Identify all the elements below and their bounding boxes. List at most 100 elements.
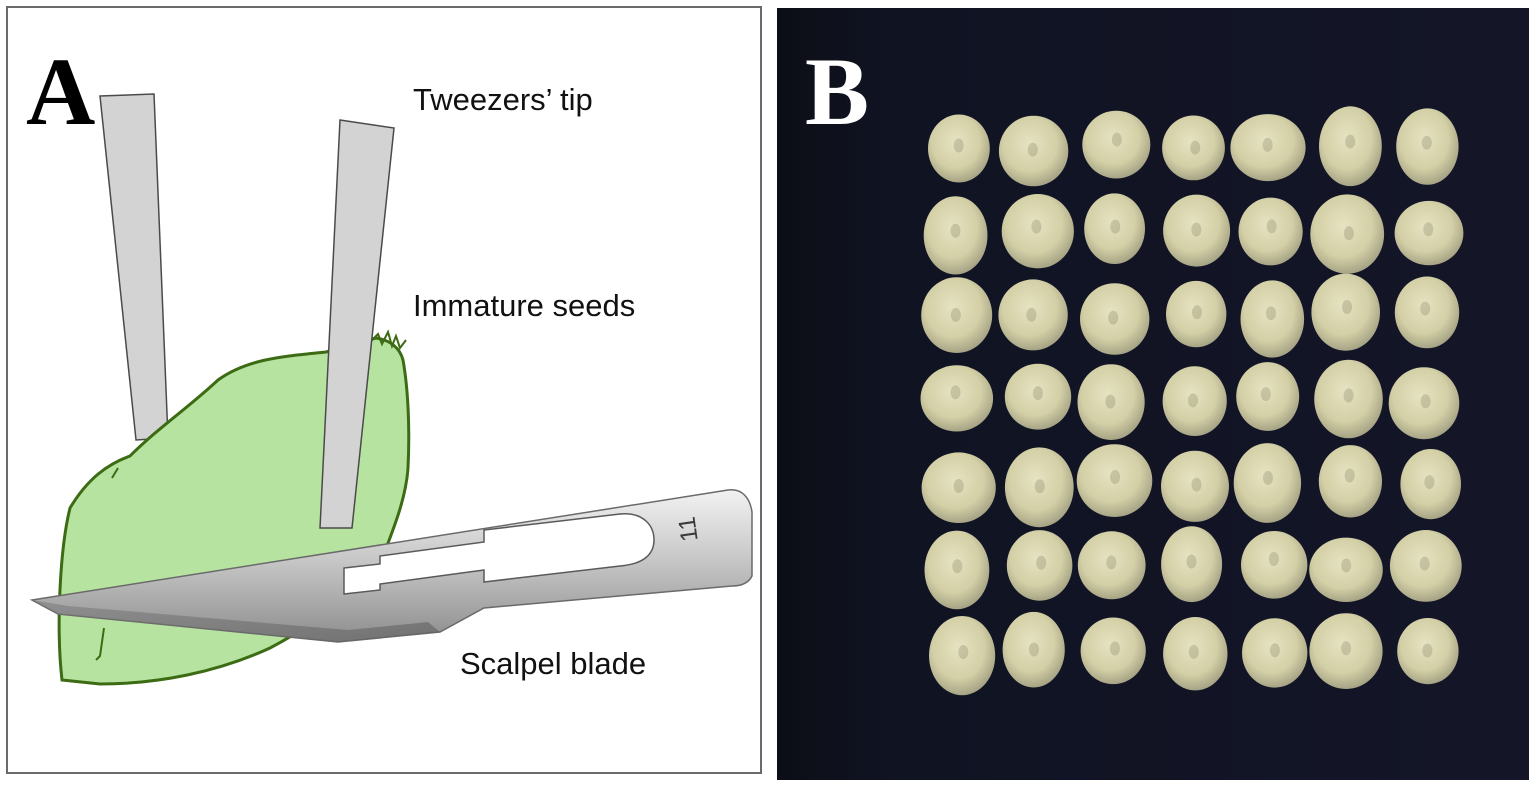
scalpel-blade-shape <box>29 489 753 643</box>
seed-hilum-mark <box>1192 305 1202 320</box>
seed-hilum-mark <box>1188 393 1198 408</box>
seed <box>928 114 990 183</box>
seed-hilum-mark <box>1027 142 1038 157</box>
seed-hilum-mark <box>1029 642 1039 657</box>
seed <box>924 530 990 610</box>
seed-hilum-mark <box>1341 641 1352 656</box>
seed <box>1238 197 1303 266</box>
seed-hilum-mark <box>1108 310 1119 325</box>
seed-hilum-mark <box>953 138 964 153</box>
seed <box>923 196 988 275</box>
seed-hilum-mark <box>1110 219 1121 234</box>
seed <box>1076 444 1153 517</box>
seed-hilum-mark <box>1105 394 1116 409</box>
seed-hilum-mark <box>1420 301 1431 316</box>
seed-hilum-mark <box>1026 307 1037 322</box>
seed <box>1318 445 1382 518</box>
seed-hilum-mark <box>1110 470 1121 484</box>
seed <box>1002 611 1065 688</box>
seed <box>1394 200 1464 266</box>
seed <box>1400 449 1461 520</box>
seed-hilum-mark <box>1191 222 1202 237</box>
seed-hilum-mark <box>950 223 961 238</box>
seed <box>1162 366 1227 436</box>
seed-hilum-mark <box>1419 556 1430 571</box>
seed <box>1004 363 1072 430</box>
seed <box>1084 193 1145 264</box>
seed <box>998 115 1069 187</box>
seed <box>1077 364 1145 440</box>
seed-hilum-mark <box>1422 643 1433 658</box>
seed-hilum-mark <box>1186 554 1197 569</box>
seed <box>929 616 996 696</box>
seed <box>1161 450 1229 522</box>
seed-hilum-mark <box>1031 219 1042 234</box>
seed-hilum-mark <box>958 645 969 660</box>
panel-a-illustration: 11 A Tweezers’ tip Immature seeds Scalpe… <box>6 6 762 774</box>
seed <box>1242 618 1308 688</box>
seed-hilum-mark <box>1343 226 1354 241</box>
tweezer-left-arm <box>99 93 169 441</box>
seed-hilum-mark <box>950 307 961 322</box>
label-scalpel-blade: Scalpel blade <box>460 646 647 681</box>
seed <box>1080 283 1150 355</box>
seed <box>1080 617 1146 685</box>
seed <box>1310 194 1385 274</box>
seed-hilum-mark <box>1263 470 1273 485</box>
seed-hilum-mark <box>1421 135 1432 150</box>
seed-grid-photo <box>777 8 1529 780</box>
seed <box>921 277 993 353</box>
panel-b-seed-photo: B <box>777 8 1529 780</box>
seed-hilum-mark <box>1343 388 1354 403</box>
seed-hilum-mark <box>1342 300 1352 314</box>
leaf-fringe-marks <box>95 329 407 661</box>
seed-hilum-mark <box>953 479 964 493</box>
seed <box>1001 194 1074 269</box>
seed-hilum-mark <box>950 385 961 400</box>
panel-letter-b: B <box>805 38 870 145</box>
seed-hilum-mark <box>1106 555 1117 570</box>
seed <box>1166 280 1227 348</box>
seed <box>1311 273 1380 351</box>
label-immature-seeds: Immature seeds <box>413 288 636 323</box>
seed-hilum-mark <box>1036 555 1047 570</box>
seed <box>1163 194 1231 267</box>
seed-hilum-mark <box>1260 387 1271 402</box>
blade-number: 11 <box>673 515 703 543</box>
seed-hilum-mark <box>1111 132 1122 147</box>
seed-hilum-mark <box>1344 468 1355 483</box>
seed-hilum-mark <box>1345 134 1356 149</box>
seed-hilum-mark <box>1191 477 1202 492</box>
seed <box>1161 526 1223 603</box>
seed <box>1163 617 1228 691</box>
seed <box>1082 110 1151 179</box>
seed <box>1309 537 1383 602</box>
seed-hilum-mark <box>1266 306 1276 321</box>
seed-hilum-mark <box>1424 475 1435 490</box>
seed <box>1389 530 1462 602</box>
seed <box>1319 106 1382 187</box>
seed-hilum-mark <box>1262 137 1273 152</box>
seed-hilum-mark <box>1109 641 1120 656</box>
seed <box>1077 531 1146 600</box>
seed-hilum-mark <box>1269 643 1280 658</box>
seed-hilum-mark <box>1423 222 1434 237</box>
panel-letter-a: A <box>26 38 96 145</box>
seed <box>1394 276 1460 349</box>
seed <box>1396 108 1459 185</box>
seed-hilum-mark <box>1420 394 1431 409</box>
seed-hilum-mark <box>1032 386 1043 401</box>
seed <box>1314 359 1383 439</box>
seed <box>1240 280 1305 358</box>
seed <box>1006 530 1073 601</box>
seed-hilum-mark <box>1188 644 1199 659</box>
seed <box>998 279 1068 351</box>
seed <box>1397 618 1459 685</box>
seed-hilum-mark <box>1034 479 1045 494</box>
seed-hilum-mark <box>1266 219 1277 234</box>
seed <box>1388 367 1460 440</box>
seed <box>1241 531 1308 599</box>
seed-hilum-mark <box>1268 552 1279 566</box>
seed <box>1309 613 1383 689</box>
label-tweezers-tip: Tweezers’ tip <box>413 82 593 117</box>
